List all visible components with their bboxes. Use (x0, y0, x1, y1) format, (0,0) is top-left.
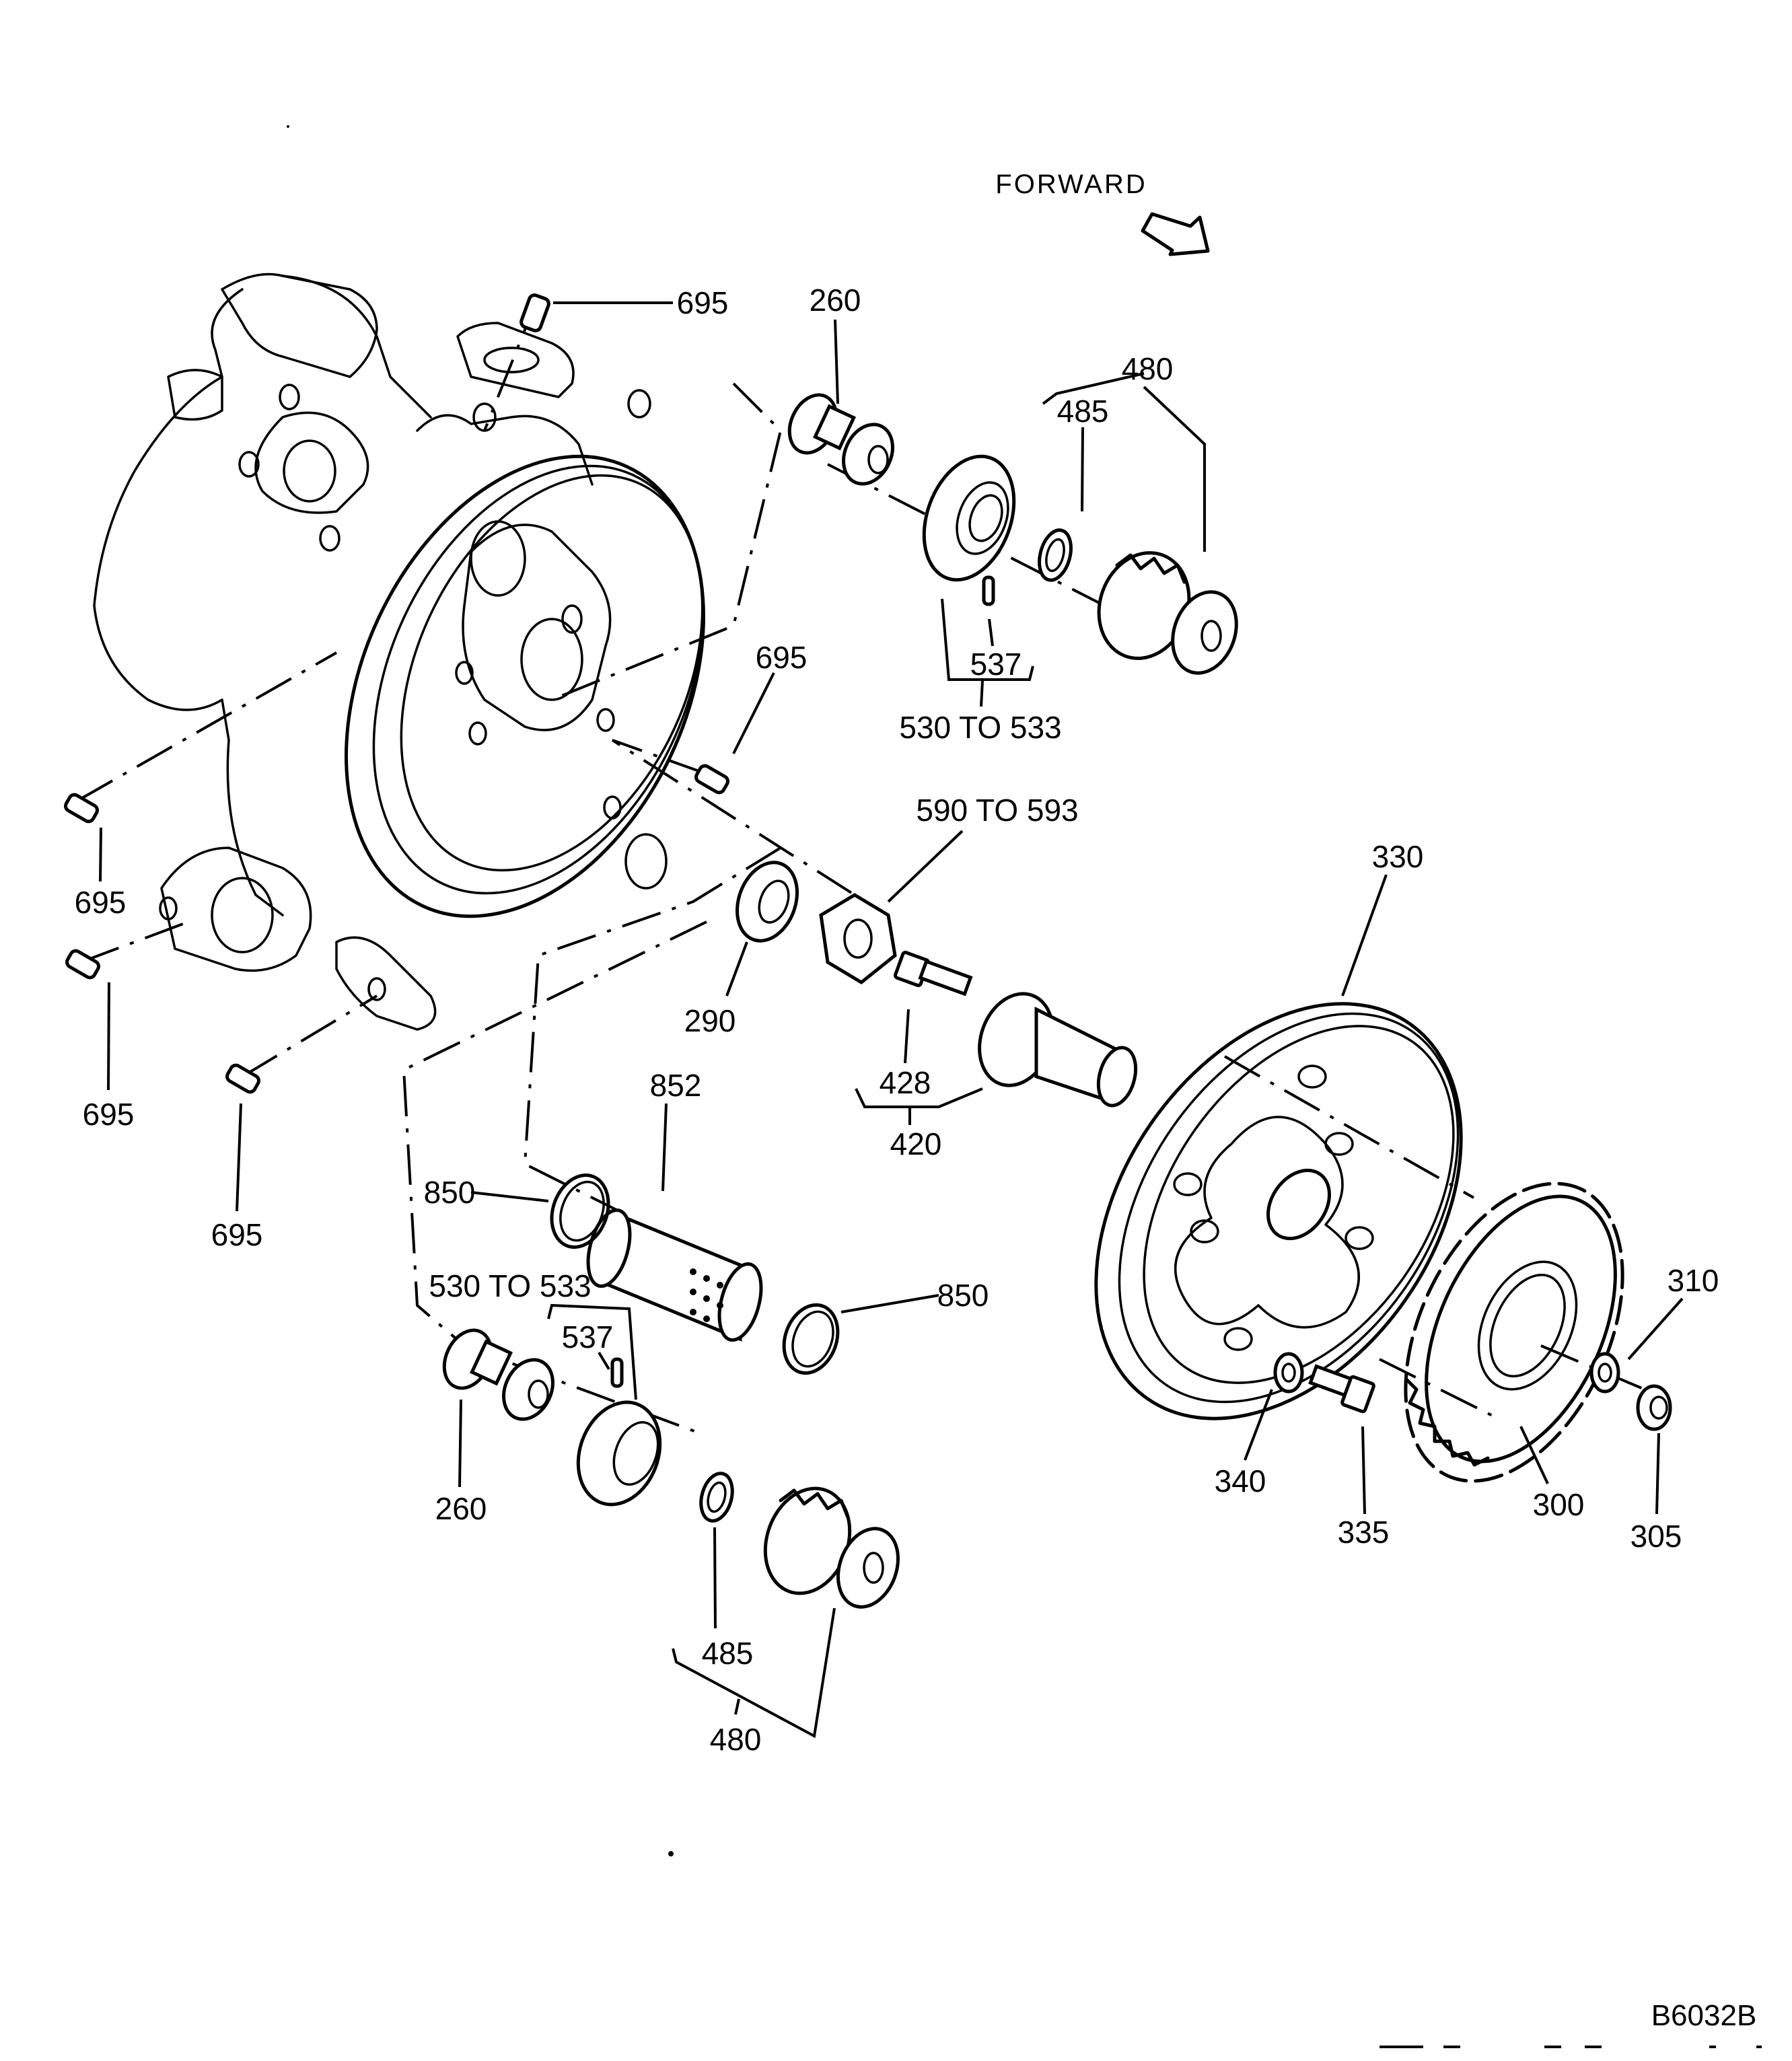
callout-530-to-533: 530 TO 533 (899, 710, 1062, 745)
callout-leader-lines (99, 301, 1684, 1739)
callout-695: 695 (676, 285, 729, 320)
washer-icon (699, 1472, 734, 1523)
filter-icon (586, 1208, 763, 1342)
bearing-icon (576, 1400, 662, 1507)
callout-310: 310 (1667, 1263, 1719, 1298)
callout-590-to-593: 590 TO 593 (916, 793, 1079, 828)
pin-icon (610, 1357, 624, 1388)
scan-marks (287, 125, 1762, 2048)
ring-gear-icon (1404, 1182, 1624, 1483)
forward-direction-label: FORWARD (995, 170, 1147, 199)
spline-shaft-icon (787, 393, 894, 486)
callout-537: 537 (970, 647, 1022, 682)
callout-340: 340 (1214, 1463, 1266, 1498)
callout-850: 850 (423, 1175, 476, 1210)
callout-850: 850 (937, 1278, 989, 1313)
callout-305: 305 (1630, 1519, 1682, 1554)
pin-icon (982, 575, 995, 606)
cover-plate-icon (1094, 1002, 1463, 1420)
callout-335: 335 (1337, 1515, 1390, 1550)
callout-695: 695 (211, 1217, 263, 1252)
callout-428: 428 (879, 1065, 931, 1100)
nut-icon (819, 893, 897, 985)
spline-shaft-icon (442, 1328, 554, 1421)
bearing-icon (922, 454, 1016, 582)
callout-485: 485 (1056, 394, 1109, 429)
callout-260: 260 (435, 1491, 487, 1526)
callout-330: 330 (1371, 839, 1424, 874)
callout-480: 480 (709, 1722, 762, 1757)
pinion-icon (978, 992, 1138, 1108)
housing-icon (93, 273, 705, 1031)
bolt-icon (1308, 1364, 1375, 1414)
nut-icon (1636, 1384, 1672, 1431)
callout-260: 260 (809, 283, 861, 318)
figure-code: B6032B (1651, 1999, 1757, 2032)
gear-icon (763, 1486, 900, 1609)
callout-530-to-533: 530 TO 533 (429, 1268, 592, 1303)
washer-icon (1273, 1352, 1620, 1394)
thrust-washer-icon (736, 861, 799, 943)
washer-icon (1038, 528, 1073, 582)
forward-arrow-icon (1141, 212, 1210, 256)
bolt-icon (893, 950, 973, 997)
threaded-plug-icon (64, 293, 729, 1094)
callout-480: 480 (1121, 351, 1174, 386)
callout-420: 420 (890, 1126, 942, 1161)
callout-695: 695 (74, 885, 127, 920)
callout-300: 300 (1532, 1487, 1585, 1522)
callout-290: 290 (684, 1003, 736, 1038)
callout-852: 852 (649, 1068, 702, 1103)
callout-485: 485 (701, 1636, 754, 1671)
callout-537: 537 (561, 1319, 614, 1354)
gear-icon (1097, 551, 1238, 675)
callout-695: 695 (755, 640, 808, 675)
callout-695: 695 (82, 1097, 135, 1132)
o-ring-icon (550, 1173, 840, 1375)
